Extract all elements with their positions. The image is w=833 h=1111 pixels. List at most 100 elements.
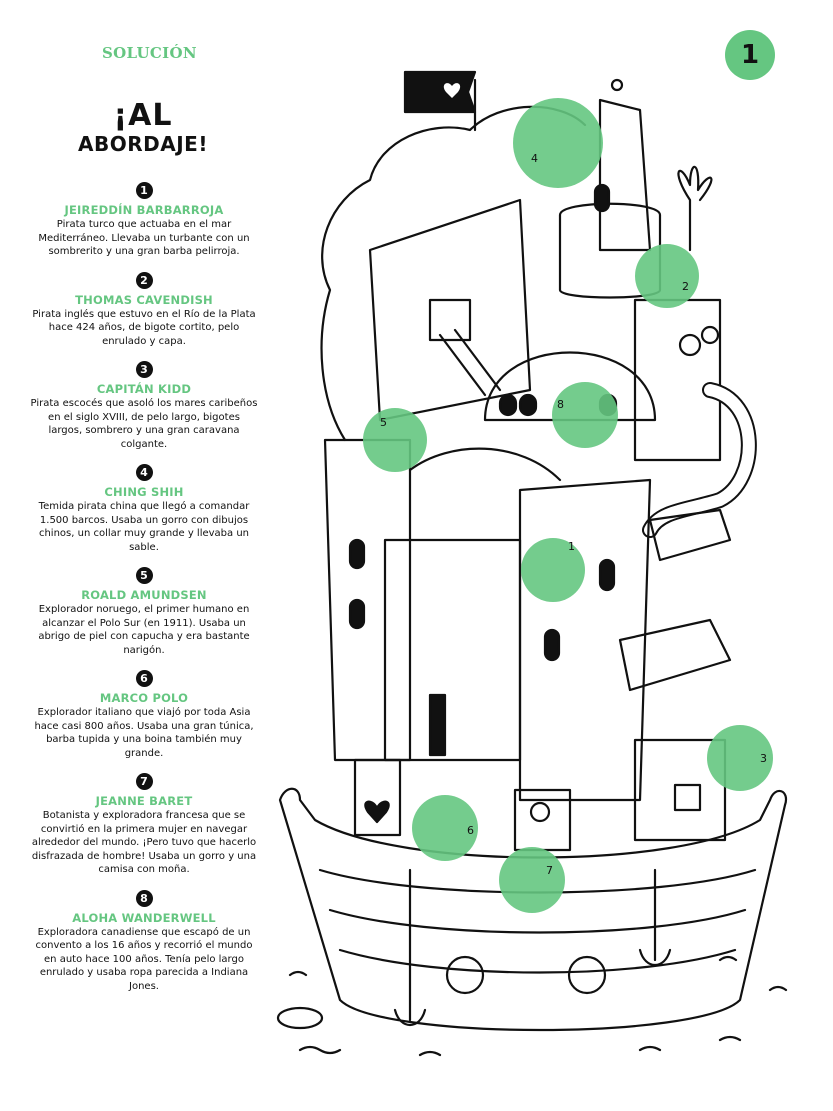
heart-icon: [443, 83, 461, 98]
house-window: [673, 783, 702, 812]
marker-6: 6: [412, 795, 478, 861]
entry-number-badge: 4: [135, 464, 153, 481]
solution-label: SOLUCIÓN: [102, 44, 197, 62]
marker-number: 6: [467, 824, 474, 837]
character-entry: 3 CAPITÁN KIDD Pirata escocés que asoló …: [30, 361, 258, 451]
ship-porthole: [567, 955, 607, 995]
dome-house: [483, 351, 657, 422]
page-number-badge: 1: [725, 30, 775, 80]
brick-tower: [323, 438, 412, 762]
entry-description: Temida pirata china que llegó a comandar…: [38, 501, 250, 553]
left-building: [368, 198, 532, 422]
entry-name: MARCO POLO: [99, 691, 189, 705]
central-building: [383, 538, 522, 762]
solution-marker-circle: [521, 538, 585, 602]
marker-4: 4: [513, 98, 603, 188]
marker-number: 1: [568, 540, 575, 553]
marker-3: 3: [707, 725, 773, 791]
entry-number-badge: 6: [135, 670, 153, 687]
tower-window: [348, 538, 366, 570]
marker-2: 2: [635, 244, 699, 308]
marker-8: 8: [552, 382, 618, 448]
entry-description: Pirata turco que actuaba en el mar Medit…: [38, 219, 250, 257]
solution-marker-circle: [635, 244, 699, 308]
building-window: [543, 628, 561, 662]
character-entry: 1 JEIREDDÍN BARBARROJA Pirata turco que …: [30, 182, 258, 259]
scaled-roof: [408, 447, 562, 482]
entry-description: Exploradora canadiense que escapó de un …: [35, 926, 253, 992]
building-window: [598, 558, 616, 592]
palm-plant: [677, 165, 713, 252]
marker-number: 5: [380, 416, 387, 429]
staircase-ladder: [438, 328, 502, 397]
weathervane-icon: [610, 78, 624, 92]
heart-house: [353, 758, 402, 837]
entry-description: Pirata inglés que estuvo en el Río de la…: [32, 308, 256, 347]
porthole: [678, 333, 702, 357]
entry-description: Pirata escocés que asoló los mares carib…: [30, 398, 258, 450]
lighthouse-tower: [598, 98, 652, 252]
solution-marker-circle: [412, 795, 478, 861]
marker-number: 4: [531, 152, 538, 165]
entry-description: Explorador italiano que viajó por toda A…: [34, 707, 254, 759]
anchor-icon: [638, 868, 672, 967]
hull-plank-line: [338, 948, 737, 974]
character-entry: 6 MARCO POLO Explorador italiano que via…: [30, 670, 258, 760]
entry-number-badge: 8: [135, 889, 153, 907]
solution-marker-circle: [513, 98, 603, 188]
ship-porthole: [445, 955, 485, 995]
doorway: [428, 693, 447, 757]
solution-marker-circle: [707, 725, 773, 791]
solution-marker-circle: [363, 408, 427, 472]
tower-window: [348, 598, 366, 630]
striped-awning: [648, 508, 732, 562]
hull-plank-line: [328, 908, 747, 934]
entry-number-badge: 3: [135, 361, 153, 378]
smoke-cloud-outline: [320, 105, 587, 442]
entry-name: ROALD AMUNDSEN: [81, 588, 207, 602]
entry-name: THOMAS CAVENDISH: [75, 292, 213, 307]
heart-icon: [364, 800, 390, 824]
dome-window: [498, 393, 518, 417]
tower-window: [593, 183, 611, 213]
solution-marker-circle: [552, 382, 618, 448]
marker-number: 2: [682, 280, 689, 293]
entry-name: JEIREDDÍN BARBARROJA: [64, 203, 224, 217]
tall-building: [518, 478, 652, 802]
entry-name: ALOHA WANDERWELL: [72, 910, 216, 925]
skull-icon: [529, 801, 551, 823]
solution-marker-circle: [499, 847, 565, 913]
entry-name: JEANNE BARET: [95, 794, 193, 808]
character-entry: 4 CHING SHIH Temida pirata china que lle…: [30, 464, 258, 554]
right-block: [633, 298, 722, 462]
marker-1: 1: [521, 538, 585, 602]
entry-number-badge: 5: [135, 567, 153, 584]
pirate-flag: [403, 70, 477, 114]
character-entry: 2 THOMAS CAVENDISH Pirata inglés que est…: [30, 271, 258, 349]
entry-name: CHING SHIH: [104, 485, 184, 499]
water-waves: [288, 955, 788, 1057]
page-title-line1: ¡AL: [113, 98, 173, 133]
page-title-line2: ABORDAJE!: [78, 132, 208, 156]
right-house: [633, 738, 727, 842]
entry-description: Botanista y exploradora francesa que se …: [31, 810, 257, 875]
entry-number-badge: 2: [135, 271, 153, 289]
character-entry: 8 ALOHA WANDERWELL Exploradora canadiens…: [30, 889, 258, 994]
marker-number: 8: [557, 398, 564, 411]
striped-awning: [618, 618, 732, 692]
dome-window: [518, 393, 538, 417]
marker-number: 7: [546, 864, 553, 877]
entry-number-badge: 1: [135, 182, 153, 199]
marker-5: 5: [363, 408, 427, 472]
character-entry: 7 JEANNE BARET Botanista y exploradora f…: [30, 773, 258, 877]
striped-tube-inner: [644, 384, 755, 536]
ship-castle-illustration: 4 2 8 5 1 3 6 7: [276, 70, 788, 1057]
building-window: [428, 298, 472, 342]
entry-number-badge: 7: [135, 773, 153, 790]
entry-name: CAPITÁN KIDD: [96, 382, 192, 396]
marker-7: 7: [499, 847, 565, 913]
porthole: [700, 325, 720, 345]
ship-hull: [278, 787, 788, 1032]
character-list: 1 JEIREDDÍN BARBARROJA Pirata turco que …: [30, 182, 258, 1006]
entry-description: Explorador noruego, el primer humano en …: [38, 604, 250, 656]
